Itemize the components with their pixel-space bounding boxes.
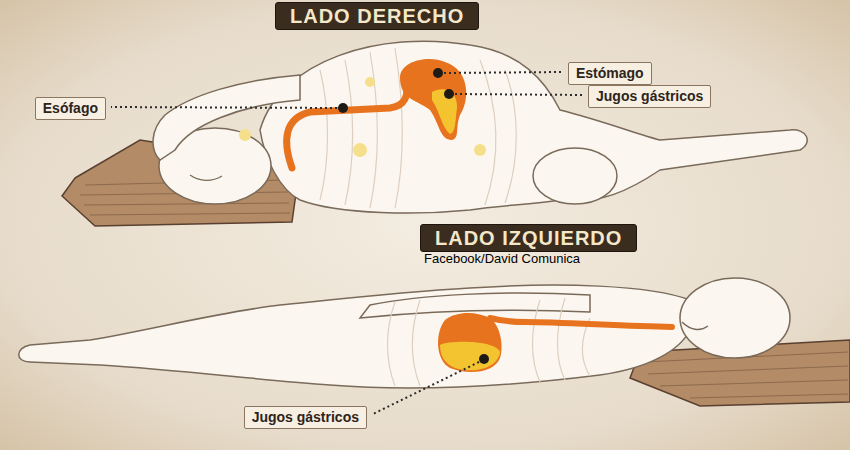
side-banner: LADO IZQUIERDO (420, 224, 637, 252)
label-text: Estómago (576, 65, 644, 82)
label-text: Jugos gástricos (252, 409, 359, 426)
label-text: Esófago (43, 100, 98, 117)
left-side-figure (19, 278, 850, 406)
label-text: LADO DERECHO (290, 5, 464, 27)
part-label: Jugos gástricos (588, 85, 711, 108)
part-label: Jugos gástricos (244, 406, 367, 429)
part-label: Esófago (35, 97, 106, 120)
part-label: Estómago (568, 62, 652, 85)
label-text: Jugos gástricos (596, 88, 703, 105)
side-banner: LADO DERECHO (275, 2, 479, 30)
right-side-figure (62, 41, 807, 226)
watermark: Facebook/David Comunica (424, 252, 580, 266)
label-text: LADO IZQUIERDO (435, 227, 622, 249)
